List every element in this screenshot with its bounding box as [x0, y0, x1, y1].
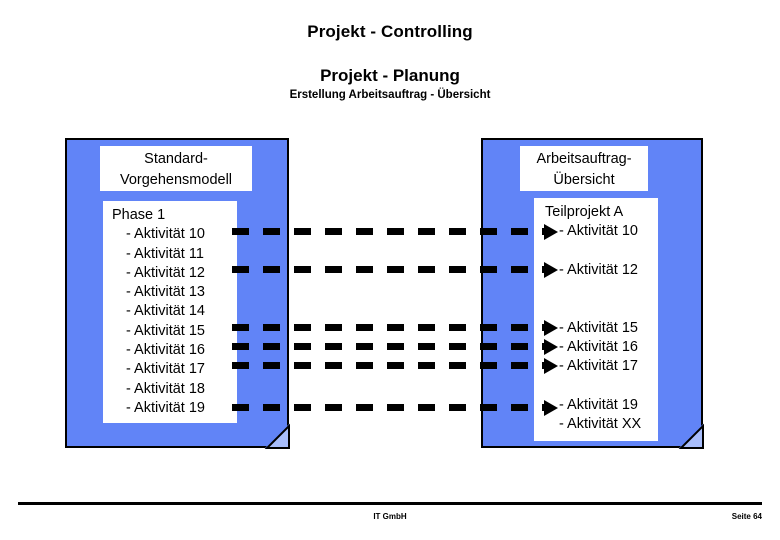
list-item: - Aktivität 19: [126, 399, 205, 416]
standard-vorgehensmodell-caption: Standard- Vorgehensmodell: [100, 146, 252, 191]
list-item: - Aktivität 16: [126, 342, 205, 359]
phase-activity-list: Phase 1 - Aktivität 10 - Aktivität 11 - …: [103, 201, 237, 423]
list-item: - Aktivität 10: [126, 226, 205, 243]
arbeitsauftrag-uebersicht-caption: Arbeitsauftrag- Übersicht: [520, 146, 648, 191]
connector-arrowhead-icon: [544, 320, 558, 336]
connector-arrowhead-icon: [544, 358, 558, 374]
connector-arrowhead-icon: [544, 262, 558, 278]
page-fold-corner-icon: [263, 422, 290, 449]
list-item: - Aktivität 15: [126, 322, 205, 339]
footer-divider: [18, 502, 762, 505]
connector-line: [232, 228, 544, 235]
caption-line-2: Übersicht: [553, 172, 615, 188]
page-subtitle-secondary: Erstellung Arbeitsauftrag - Übersicht: [289, 89, 491, 101]
footer-company: IT GmbH: [373, 512, 407, 521]
list-item: - Aktivität 14: [126, 303, 205, 320]
connector-line: [232, 266, 544, 273]
list-item: - Aktivität 15: [559, 319, 638, 336]
list-item: - Aktivität 11: [126, 245, 204, 262]
connector-line: [232, 404, 544, 411]
list-item: [545, 280, 657, 299]
page-title: Projekt - Controlling: [307, 22, 473, 41]
caption-line-2: Vorgehensmodell: [119, 172, 233, 188]
connector-arrowhead-icon: [544, 224, 558, 240]
list-item: [545, 299, 657, 318]
caption-line-1: Standard-: [144, 151, 208, 167]
list-item: - Aktivität 17: [559, 358, 638, 375]
teilprojekt-group-title: Teilprojekt A: [545, 204, 624, 220]
list-item: - Aktivität 12: [126, 264, 205, 281]
connector-line: [232, 324, 544, 331]
list-item: - Aktivität 17: [126, 361, 205, 378]
list-item: - Aktivität 16: [559, 339, 638, 356]
footer-page-number: Seite 64: [731, 512, 762, 521]
list-item: - Aktivität 13: [126, 284, 205, 301]
page-subtitle: Projekt - Planung: [320, 66, 460, 85]
list-item: - Aktivität XX: [559, 416, 642, 433]
phase-group-title: Phase 1: [112, 207, 166, 223]
list-item: [545, 377, 657, 396]
list-item: - Aktivität 12: [559, 261, 638, 278]
connector-line: [232, 362, 544, 369]
connector-line: [232, 343, 544, 350]
list-item: - Aktivität 18: [126, 380, 205, 397]
list-item: - Aktivität 10: [559, 223, 638, 240]
connector-arrowhead-icon: [544, 400, 558, 416]
list-item: [545, 242, 657, 261]
list-item: - Aktivität 19: [559, 396, 638, 413]
page-fold-corner-icon: [677, 422, 704, 449]
connector-arrowhead-icon: [544, 339, 558, 355]
caption-line-1: Arbeitsauftrag-: [536, 151, 632, 167]
